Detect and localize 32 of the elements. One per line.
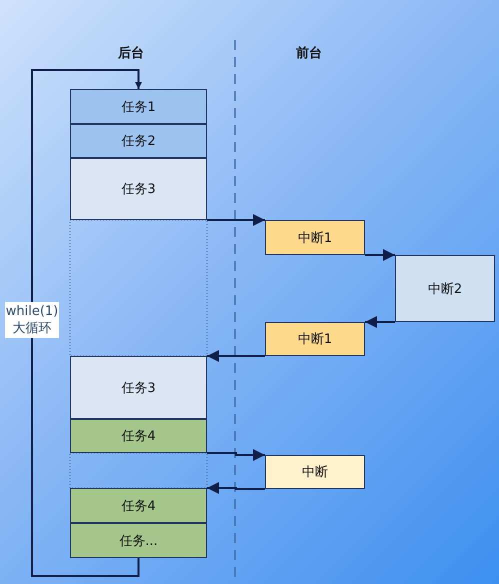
node-label: 任务1 [121,98,156,116]
interrupt-box [265,220,365,255]
task-box [70,419,207,453]
task-box [70,124,207,158]
arrow [207,350,265,362]
node-label: 中断 [302,464,328,481]
arrow [365,316,395,328]
arrow [207,214,265,226]
node-label: 任务... [119,532,158,550]
node-label: 任务3 [121,181,156,198]
task-box [70,356,207,419]
arrow [207,449,265,461]
node-label: 中断1 [298,331,332,348]
node-label: 任务4 [121,428,156,445]
node-label: 中断1 [298,230,332,246]
task-box [70,488,207,523]
interrupt-box [265,322,365,356]
column-heading: 前台 [296,45,322,62]
interrupt-box [265,455,365,489]
node-label: 任务4 [121,498,156,514]
interrupt-box [395,255,495,322]
loop-arrow [31,69,142,577]
arrow [207,482,265,494]
arrow [365,249,395,261]
loop-label: while(1) 大循环 [5,302,59,338]
column-heading: 后台 [118,44,144,62]
task-box [70,158,207,220]
node-label: 任务2 [121,133,156,150]
task-box [70,89,207,124]
task-box [70,523,207,558]
node-label: 任务3 [121,380,156,396]
node-label: 中断2 [428,280,462,298]
